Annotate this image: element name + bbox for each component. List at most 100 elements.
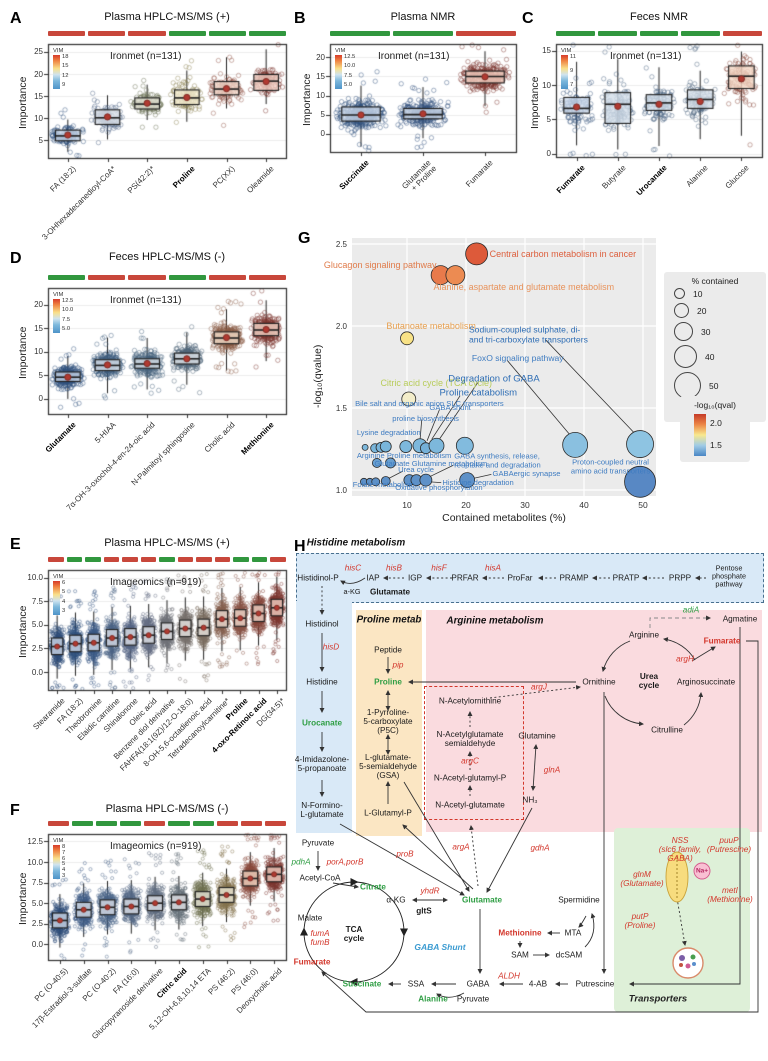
pathway-node: 4-Imidazolone- 5-propanoate: [294, 754, 350, 773]
panel-letter: G: [298, 230, 311, 247]
vim-tick-label: 12: [62, 72, 69, 79]
vim-tick-label: 6: [62, 580, 66, 586]
vim-tick-label: 4: [62, 867, 66, 874]
bubble-label: GABA synthesis, release, reuptake and de…: [454, 451, 541, 470]
study-annotation: Imageomics (n=919): [110, 841, 202, 852]
y-tick-label: 10: [316, 91, 325, 101]
arginine-region: [426, 610, 762, 832]
proline-region: [356, 610, 422, 836]
y-tick-label: 10: [34, 347, 43, 357]
bubble-label: Urea cycle: [398, 464, 435, 474]
pathway-node: Methionine: [498, 928, 542, 938]
study-annotation: Ironmet (n=131): [110, 51, 182, 62]
vim-legend-title: VIM: [335, 48, 346, 54]
vim-tick-label: 9: [570, 68, 574, 75]
bubble-label: FoxO signaling pathway: [471, 352, 564, 363]
pathway-node: Pyruvate: [301, 838, 335, 848]
y-tick-label: 10: [34, 113, 43, 123]
bubble-label: proline biosynthesis: [392, 413, 459, 423]
pathway-node: 4-AB: [528, 979, 548, 989]
color-legend-bar: [694, 414, 706, 456]
y-axis-title: -log₁₀(qvalue): [312, 344, 324, 408]
pathway-node: Proline: [374, 677, 402, 687]
pathway-node: Alanine: [418, 994, 448, 1004]
pathway-node: Histidinol: [305, 619, 339, 629]
panel-f: F Plasma HPLC-MS/MS (-) 0.02.55.07.510.0…: [8, 798, 290, 1060]
pathway-node: Fumarate: [703, 636, 741, 646]
pathway-node: hisF: [431, 563, 447, 573]
pathway-node: Ornithine: [582, 677, 616, 687]
pathway-node: glnA: [543, 765, 561, 775]
y-axis-title: Importance: [17, 326, 29, 379]
pathway-node: metI (Methionine): [707, 885, 753, 904]
pathway-node: MTA: [564, 928, 582, 938]
y-tick-label: 1.0: [335, 485, 347, 495]
panel-d: D Feces HPLC-MS/MS (-) 05101520Importanc…: [8, 246, 290, 532]
pathway-node: argJ: [531, 682, 547, 692]
pathway-node: PRPP: [668, 573, 692, 583]
y-axis-title: Importance: [301, 73, 313, 126]
boxplot-canvas: [8, 246, 290, 420]
x-tick-label: 50: [638, 500, 648, 510]
vim-tick-label: 11: [570, 54, 577, 60]
y-tick-label: 15: [34, 91, 43, 101]
vim-tick-label: 15: [62, 63, 69, 70]
color-legend-tick: 1.5: [710, 440, 722, 450]
bubble-plot: [352, 238, 656, 498]
pathway-node: argC: [461, 756, 479, 766]
pathway-node: pdhA: [291, 857, 311, 867]
y-tick-label: 0.0: [31, 667, 43, 677]
bubble-label: Glucagon signaling pathway: [323, 259, 437, 270]
pathway-node: SSA: [407, 979, 425, 989]
vim-tick-label: 7.5: [344, 72, 353, 79]
bubble-label: Lysine degradation: [356, 427, 421, 437]
vim-tick-label: 9: [62, 82, 66, 89]
y-tick-label: 0: [38, 394, 43, 404]
y-tick-label: 5.0: [31, 620, 43, 630]
pathway-node: N-Acetyl-glutamyl-P: [433, 773, 507, 783]
pathway-node: Glutamate: [461, 895, 503, 905]
pathway-node: fumA fumB: [310, 928, 330, 947]
size-legend-circle: [674, 372, 701, 399]
bubble-label: Folate metabolism: [352, 479, 415, 489]
pathway-node: putP (Proline): [624, 911, 656, 930]
bubble-label: Proton-coupled neutral amino acid transp…: [570, 457, 651, 476]
bubble-label: Butanoate metabolism: [386, 320, 476, 331]
study-annotation: Imageomics (n=919): [110, 577, 202, 588]
pathway-node: Glutamate: [369, 587, 411, 597]
vim-tick-label: 5.0: [62, 326, 71, 333]
pathway-node: Arginine: [628, 630, 660, 640]
y-tick-label: 10.0: [27, 573, 43, 583]
pathway-node: puuP (Putrescine): [706, 835, 752, 854]
vim-tick-label: 7: [62, 849, 66, 856]
y-tick-label: 10: [542, 80, 551, 90]
vim-tick-label: 5: [62, 589, 66, 596]
pathway-arrows: [300, 575, 759, 1013]
pathway-node: Histidinol-P: [297, 573, 339, 583]
pathway-node: L-glutamate- 5-semialdehyde (GSA): [359, 753, 417, 781]
panel-e: E Plasma HPLC-MS/MS (+) 0.02.55.07.510.0…: [8, 532, 290, 798]
size-legend-value: 40: [705, 351, 715, 362]
pathway-node: Malate: [297, 913, 323, 923]
pathway-node: hisB: [386, 563, 402, 573]
study-annotation: Ironmet (n=131): [110, 295, 182, 306]
y-tick-label: 0: [546, 149, 551, 159]
pathway-node: Agmatine: [722, 614, 758, 624]
y-tick-label: 5: [320, 110, 325, 120]
bubble-label: GABAergic synapse: [492, 468, 561, 478]
pathway-node: proB: [396, 849, 414, 859]
pathway-node: Arginine metabolism: [446, 615, 544, 627]
pathway-node: porA,porB: [326, 857, 364, 867]
pathway-node: Spermidine: [558, 895, 600, 905]
pathway-node: Histidine: [306, 677, 338, 687]
